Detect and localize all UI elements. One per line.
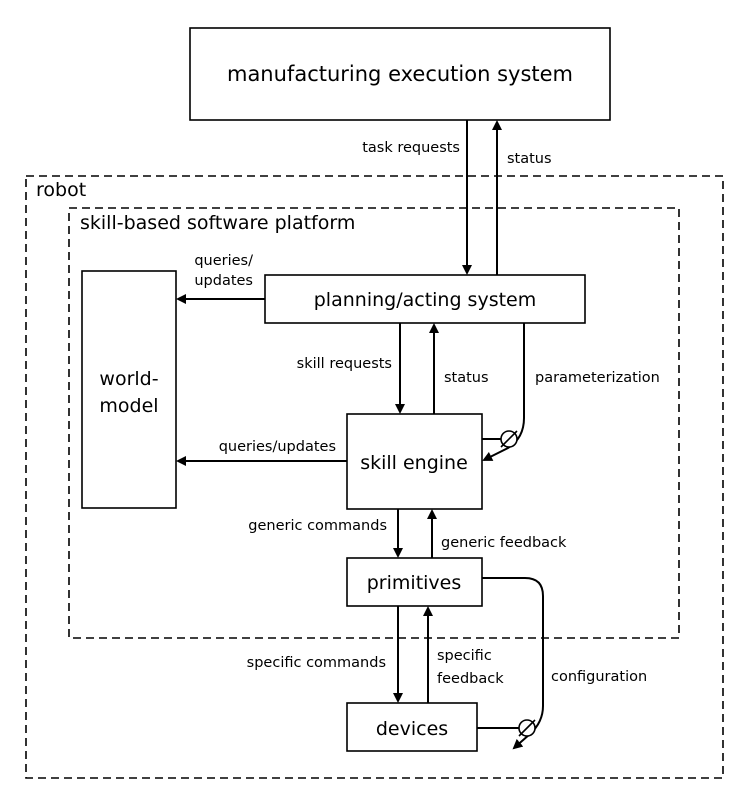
primitives-label: primitives (367, 572, 462, 594)
skill-engine-label: skill engine (360, 452, 468, 474)
world-model-label-2: model (99, 395, 158, 417)
devices-label: devices (376, 718, 448, 740)
generic-commands-label: generic commands (248, 518, 387, 534)
mes-label: manufacturing execution system (227, 62, 573, 86)
specific-commands-label: specific commands (247, 655, 386, 671)
configuration-port-slash (518, 719, 536, 737)
world-model-label-1: world- (99, 368, 158, 390)
specific-feedback-label-1: specific (437, 648, 492, 664)
parameterization-arrow (482, 323, 525, 461)
primitives-box (346, 557, 483, 607)
robot-label: robot (36, 179, 86, 201)
skill-requests-label: skill requests (297, 356, 392, 372)
task-requests-label: task requests (362, 140, 460, 156)
devices-box (346, 702, 478, 752)
mes-box (189, 27, 611, 121)
planning-label: planning/acting system (314, 289, 537, 311)
configuration-label: configuration (551, 669, 647, 685)
queries-updates-mid-label: queries/updates (219, 439, 336, 455)
queries-updates-top-label-2: updates (194, 273, 253, 289)
generic-feedback-label: generic feedback (441, 535, 567, 551)
platform-label: skill-based software platform (80, 212, 355, 234)
parameterization-label: parameterization (535, 370, 660, 386)
platform-container (68, 207, 680, 639)
status-mes-label: status (507, 151, 552, 167)
parameterization-port-slash (500, 430, 518, 448)
status-skill-label: status (444, 370, 489, 386)
planning-box (264, 274, 586, 324)
specific-feedback-label-2: feedback (437, 671, 504, 687)
world-model-box (81, 270, 177, 509)
queries-updates-top-label-1: queries/ (194, 253, 253, 269)
